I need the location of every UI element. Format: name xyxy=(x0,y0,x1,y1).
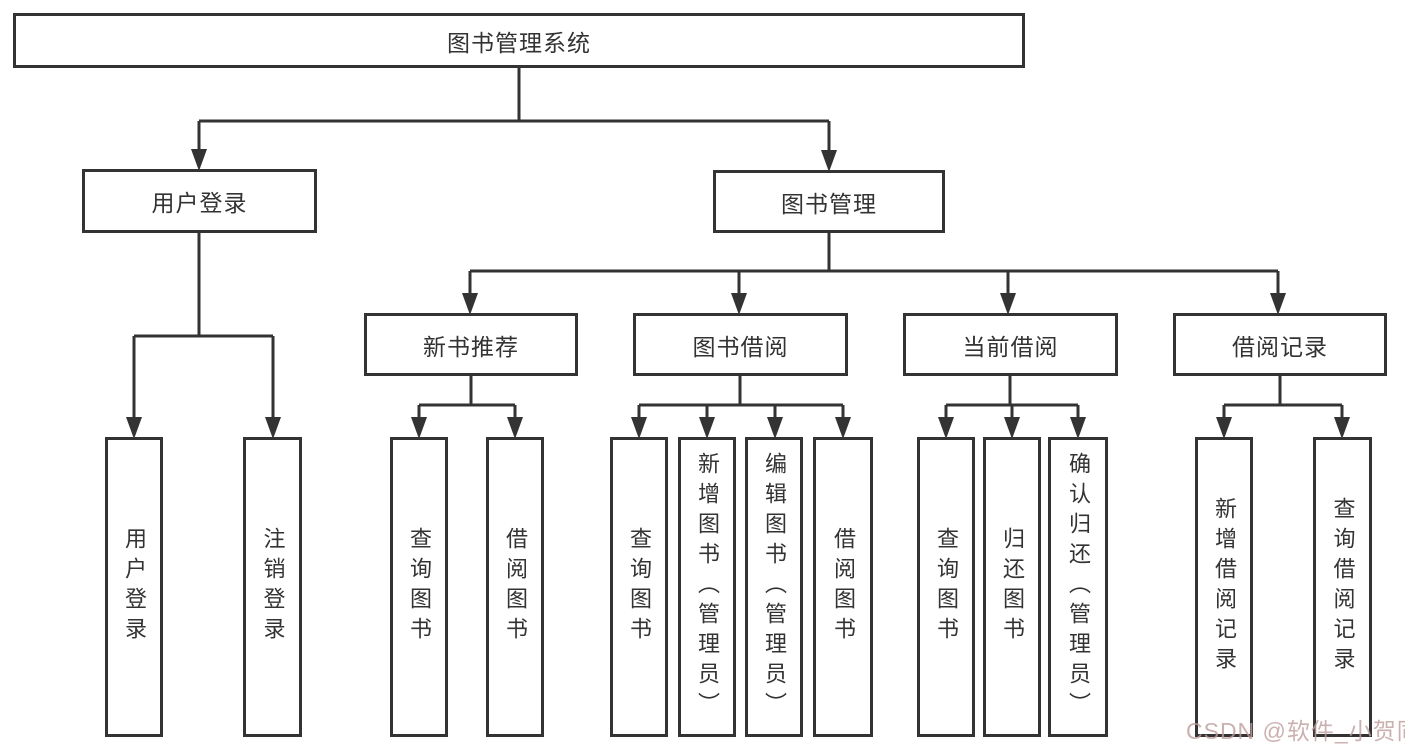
node-logout-leaf: 注销登录 xyxy=(243,437,302,737)
node-query-books-borrow: 查询图书 xyxy=(610,437,668,737)
node-book-management-label: 图书管理 xyxy=(781,190,877,217)
node-user-login-label: 用户登录 xyxy=(151,190,248,216)
arrowheads xyxy=(126,149,1350,439)
node-confirm-return-admin: 确认归还（管理员） xyxy=(1048,437,1108,737)
node-borrow-records: 借阅记录 xyxy=(1173,313,1387,376)
csdn-watermark: CSDN @软件_小贺同学 xyxy=(1186,718,1405,744)
node-borrow-books-leaf: 借阅图书 xyxy=(813,437,873,737)
node-add-book-admin: 新增图书（管理员） xyxy=(678,437,736,737)
node-new-book-recommend-label: 新书推荐 xyxy=(423,333,519,360)
node-add-borrow-record: 新增借阅记录 xyxy=(1195,437,1253,737)
node-library-system-label: 图书管理系统 xyxy=(447,29,591,56)
node-book-borrow-label: 图书借阅 xyxy=(692,333,789,360)
node-user-login-leaf: 用户登录 xyxy=(105,437,163,737)
node-current-borrow-label: 当前借阅 xyxy=(962,333,1059,360)
node-book-management: 图书管理 xyxy=(713,170,945,233)
node-return-books: 归还图书 xyxy=(983,437,1041,737)
node-user-login: 用户登录 xyxy=(82,169,317,233)
node-book-borrow: 图书借阅 xyxy=(633,313,848,376)
node-new-book-recommend: 新书推荐 xyxy=(364,313,578,376)
node-current-borrow: 当前借阅 xyxy=(903,313,1118,376)
node-query-borrow-record: 查询借阅记录 xyxy=(1313,437,1372,737)
node-query-books-recommend: 查询图书 xyxy=(390,437,448,737)
node-edit-book-admin: 编辑图书（管理员） xyxy=(745,437,803,737)
node-borrow-records-label: 借阅记录 xyxy=(1232,333,1328,360)
node-library-system: 图书管理系统 xyxy=(13,13,1025,68)
node-query-books-current: 查询图书 xyxy=(917,437,975,737)
node-borrow-books-recommend: 借阅图书 xyxy=(486,437,544,737)
